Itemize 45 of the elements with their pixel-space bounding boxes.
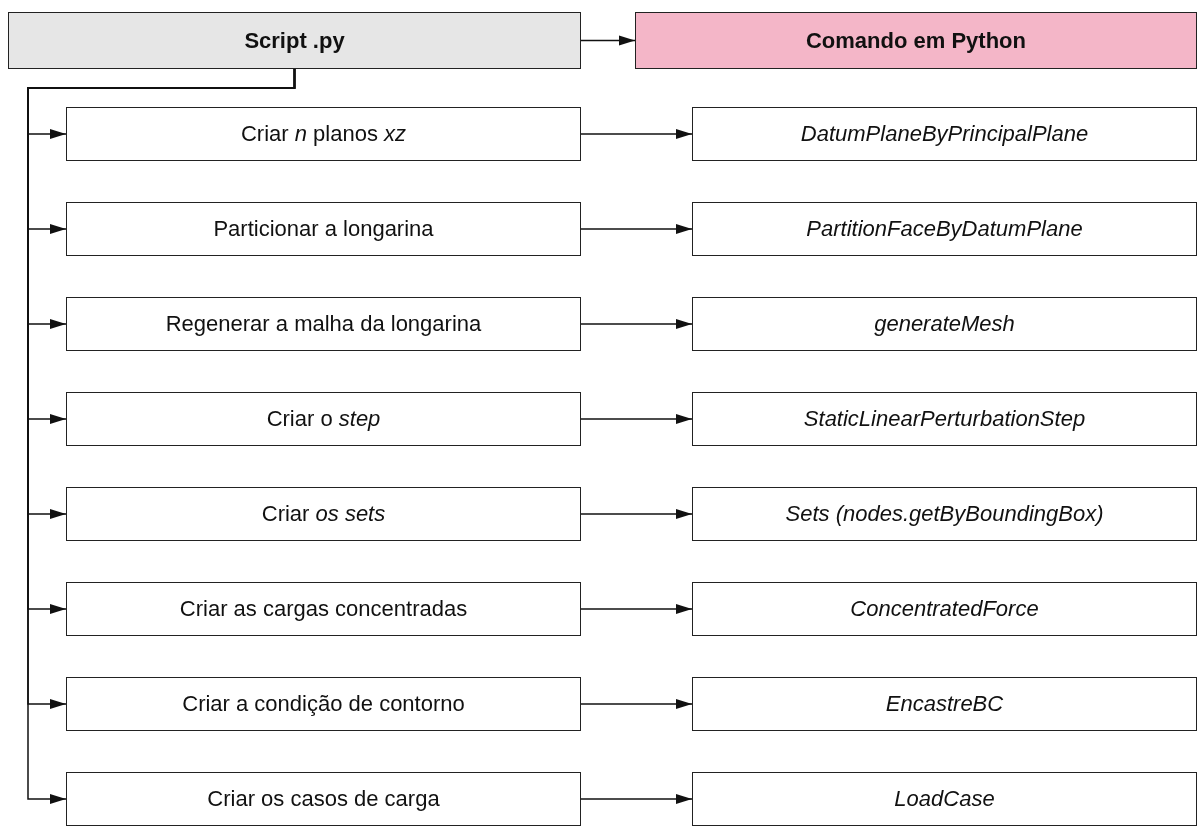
node-label: Criar n planos xz (240, 121, 407, 147)
node-label: EncastreBC (885, 691, 1004, 717)
command-box (692, 582, 1197, 636)
node-label: Particionar a longarina (213, 216, 434, 242)
node-label: Criar os casos de carga (207, 786, 440, 812)
command-box (692, 297, 1197, 351)
process-box (66, 107, 581, 161)
arrow (580, 129, 693, 139)
header-box (635, 12, 1197, 69)
arrow (580, 319, 693, 329)
node-label: Criar as cargas concentradas (179, 596, 468, 622)
arrow (580, 35, 636, 46)
arrow (580, 604, 693, 614)
node-label: LoadCase (894, 786, 995, 812)
command-box (692, 107, 1197, 161)
arrow (580, 699, 693, 709)
node-label: Sets (nodes.getByBoundingBox) (785, 501, 1104, 527)
process-box (66, 487, 581, 541)
node-label: PartitionFaceByDatumPlane (806, 216, 1083, 242)
command-box (692, 202, 1197, 256)
process-box (66, 677, 581, 731)
process-box (66, 297, 581, 351)
arrow (580, 414, 693, 424)
node-label: Criar o step (266, 406, 381, 432)
command-box (692, 392, 1197, 446)
node-label: Criar a condição de contorno (182, 691, 465, 717)
process-box (66, 772, 581, 826)
node-label: Regenerar a malha da longarina (165, 311, 482, 337)
header-box (8, 12, 581, 69)
node-label: DatumPlaneByPrincipalPlane (800, 121, 1089, 147)
node-label: Script .py (244, 27, 345, 54)
command-box (692, 487, 1197, 541)
node-label: StaticLinearPerturbationStep (803, 406, 1086, 432)
command-box (692, 772, 1197, 826)
process-box (66, 392, 581, 446)
node-label: generateMesh (874, 311, 1015, 337)
node-label: Criar os sets (261, 501, 386, 527)
process-box (66, 202, 581, 256)
node-label: Comando em Python (806, 27, 1026, 54)
arrow (580, 224, 693, 234)
command-box (692, 677, 1197, 731)
process-box (66, 582, 581, 636)
arrow (580, 794, 693, 804)
node-label: ConcentratedForce (850, 596, 1039, 622)
arrow (580, 509, 693, 519)
